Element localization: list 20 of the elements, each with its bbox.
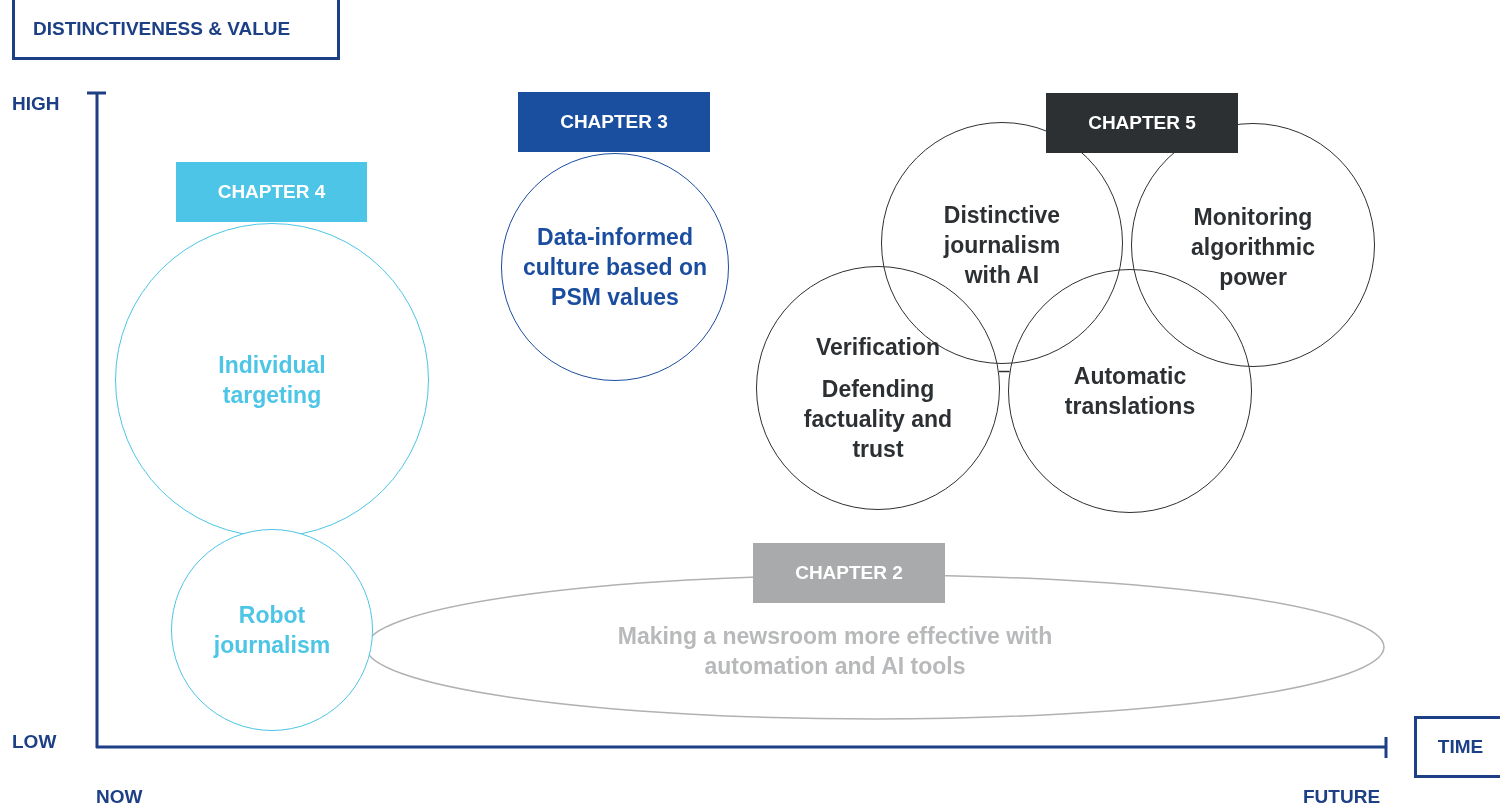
connector-line xyxy=(998,370,1011,373)
axis-label: LOW xyxy=(12,731,57,753)
chapter-tag: CHAPTER 3 xyxy=(518,92,710,152)
topic-text: Robot journalism xyxy=(212,601,332,660)
topic-subtext: Defending factuality and trust xyxy=(802,375,954,464)
axis-title-box: TIME xyxy=(1414,716,1500,778)
topic-text: Individual targeting xyxy=(217,351,327,410)
topic-text: Verification xyxy=(815,333,941,362)
topic-text: Making a newsroom more effective with automation and AI tools xyxy=(616,622,1054,681)
axis-label: NOW xyxy=(96,786,143,807)
topic-text: Data-informed culture based on PSM values xyxy=(521,223,708,312)
chapter-tag: CHAPTER 5 xyxy=(1046,93,1238,153)
topic-text: Distinctive journalism with AI xyxy=(942,201,1062,290)
chapter-tag: CHAPTER 2 xyxy=(753,543,945,603)
axis-title-box: DISTINCTIVENESS & VALUE xyxy=(12,0,340,60)
chapter-tag: CHAPTER 4 xyxy=(176,162,367,222)
axis-label: HIGH xyxy=(12,93,60,115)
axis-label: FUTURE xyxy=(1303,786,1381,807)
topic-text: Automatic translations xyxy=(1063,362,1197,421)
topic-text: Monitoring algorithmic power xyxy=(1190,203,1316,292)
